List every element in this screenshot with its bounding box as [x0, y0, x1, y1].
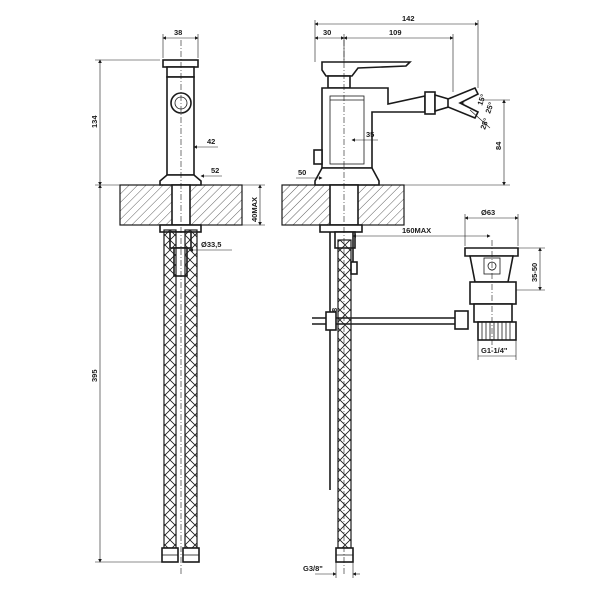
dim-38: 38 — [174, 28, 182, 37]
dim-134: 134 — [90, 115, 99, 128]
dim-109: 109 — [389, 28, 402, 37]
dim-angle-28: 28° — [478, 117, 490, 131]
front-base — [159, 174, 202, 186]
dim-84: 84 — [494, 141, 503, 150]
dim-395: 395 — [90, 369, 99, 382]
waste-dimensions: Ø63 35-50 G1-1/4" — [464, 208, 545, 360]
dim-angle-25: 25° — [483, 101, 495, 115]
side-lock-nut — [319, 224, 363, 233]
dim-shank-dia: Ø33,5 — [201, 240, 221, 249]
side-dimensions: 142 30 109 15° 25° 28° 84 35 50 160MAX 8 — [296, 14, 510, 578]
dim-hose-thread: G3/8" — [303, 564, 323, 573]
dim-waste-dia: Ø63 — [481, 208, 495, 217]
side-handle — [321, 61, 412, 77]
front-hose-right — [184, 229, 198, 549]
front-dimensions: 38 134 42 52 40MAX Ø33,5 395 — [90, 28, 265, 563]
front-body — [166, 76, 195, 176]
dim-42: 42 — [207, 137, 215, 146]
dim-142: 142 — [402, 14, 415, 23]
dim-50: 50 — [298, 168, 306, 177]
side-hose — [337, 239, 352, 549]
dim-30: 30 — [323, 28, 331, 37]
side-view — [281, 40, 480, 575]
dim-waste-height: 35-50 — [530, 263, 539, 282]
dim-35: 35 — [366, 130, 374, 139]
dim-40max: 40MAX — [250, 197, 259, 222]
side-popup-knob — [313, 149, 323, 165]
dim-52: 52 — [211, 166, 219, 175]
front-view — [119, 40, 243, 575]
waste-connector — [454, 310, 469, 330]
front-hose-left — [163, 229, 177, 549]
front-handle — [162, 59, 199, 78]
front-hose-nuts — [161, 547, 200, 563]
dim-waste-thread: G1-1/4" — [481, 346, 508, 355]
waste-body — [469, 281, 517, 305]
waste-assembly — [454, 240, 519, 350]
dim-160max: 160MAX — [402, 226, 431, 235]
waste-thread-lines — [481, 322, 511, 340]
waste-flange — [464, 247, 519, 257]
side-base — [314, 167, 380, 186]
dim-rod-8: 8 — [330, 308, 339, 312]
waste-tail — [477, 321, 517, 341]
side-aerator — [424, 86, 480, 120]
